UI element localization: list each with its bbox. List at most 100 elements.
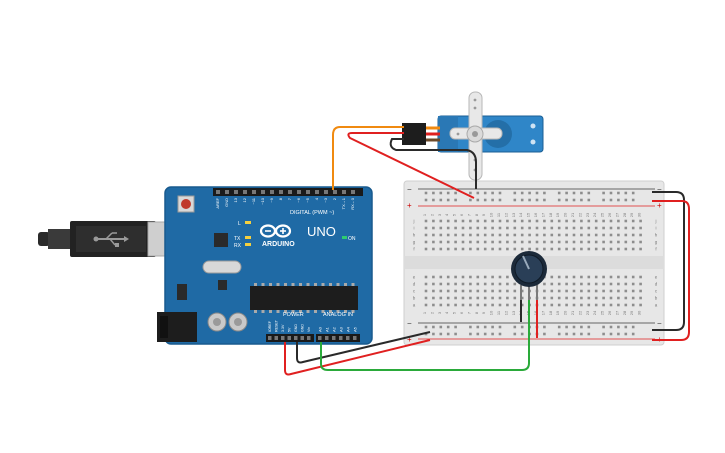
column-number: 5 — [452, 213, 457, 216]
brand-arduino: ARDUINO — [262, 241, 295, 248]
header-pin[interactable] — [346, 336, 350, 340]
column-number: 8 — [474, 311, 479, 314]
row-label: d — [655, 282, 658, 287]
header-pin[interactable] — [297, 190, 301, 194]
header-pin[interactable] — [268, 336, 272, 340]
column-number: 16 — [533, 310, 538, 315]
wire-black-servo-ground[interactable] — [389, 138, 477, 189]
rail-plus-bottom-left: + — [407, 335, 412, 344]
row-label: h — [655, 233, 658, 238]
servo-motor[interactable] — [402, 91, 544, 181]
crystal-oscillator — [202, 260, 242, 274]
column-number: 19 — [555, 212, 560, 217]
potentiometer[interactable] — [511, 251, 547, 300]
wire-green-a0[interactable] — [320, 300, 530, 371]
header-pin[interactable] — [324, 190, 328, 194]
header-pin[interactable] — [332, 336, 336, 340]
column-number: 8 — [474, 213, 479, 216]
row-label: g — [413, 240, 416, 245]
header-pin[interactable] — [307, 336, 311, 340]
header-pin[interactable] — [315, 190, 319, 194]
reset-button[interactable] — [177, 195, 195, 213]
analog-pin-label: A2 — [332, 326, 337, 332]
row-label: b — [655, 296, 658, 301]
header-pin[interactable] — [288, 190, 292, 194]
power-pin-label: RESET — [275, 319, 279, 332]
header-pin[interactable] — [333, 190, 337, 194]
wire-black-rail-bridge[interactable] — [652, 191, 685, 331]
row-label: i — [414, 226, 415, 231]
header-pin[interactable] — [300, 336, 305, 340]
column-number: 25 — [600, 212, 605, 217]
header-pin[interactable] — [216, 190, 220, 194]
wires[interactable] — [284, 126, 690, 376]
column-number: 12 — [503, 310, 508, 315]
top-pin-label: ~6 — [296, 197, 301, 202]
top-pin-label: ~5 — [305, 197, 310, 202]
header-pin[interactable] — [252, 190, 256, 194]
analog-header — [316, 334, 360, 342]
analog-pin-label: A4 — [346, 326, 351, 332]
header-pin[interactable] — [287, 336, 292, 340]
brand-uno: UNO — [307, 224, 336, 239]
column-number: 6 — [459, 311, 464, 314]
top-pin-label: ~10 — [260, 197, 265, 205]
row-label: e — [655, 275, 658, 280]
top-pin-label: ~3 — [323, 197, 328, 202]
header-pin[interactable] — [270, 190, 274, 194]
header-pin[interactable] — [243, 190, 247, 194]
header-pin[interactable] — [351, 190, 355, 194]
header-pin[interactable] — [353, 336, 357, 340]
top-pin-label: 8 — [278, 197, 283, 200]
servo-connector — [402, 123, 426, 145]
top-pin-label: TX→1 — [341, 197, 346, 209]
column-number: 20 — [563, 212, 568, 217]
column-number: 24 — [592, 310, 597, 315]
wire-red-servo-power[interactable] — [347, 132, 475, 199]
column-number: 27 — [614, 212, 619, 217]
column-number: 3 — [437, 311, 442, 314]
power-pin-label: GND — [294, 324, 298, 332]
wire-red-5v[interactable] — [284, 339, 431, 376]
wire-black-gnd[interactable] — [296, 331, 431, 364]
column-number: 4 — [444, 213, 449, 216]
row-label: e — [413, 275, 416, 280]
column-number: 23 — [585, 212, 590, 217]
column-number: 27 — [614, 310, 619, 315]
power-label: POWER — [283, 312, 304, 318]
analog-pin-label: A0 — [318, 326, 323, 332]
column-number: 12 — [503, 212, 508, 217]
header-pin[interactable] — [261, 190, 265, 194]
header-pin[interactable] — [318, 336, 322, 340]
header-pin[interactable] — [325, 336, 329, 340]
power-pin-label: 5V — [288, 327, 292, 332]
row-label: i — [656, 226, 657, 231]
column-number: 21 — [570, 212, 575, 217]
header-pin[interactable] — [342, 190, 346, 194]
column-number: 28 — [622, 310, 627, 315]
header-pin[interactable] — [225, 190, 229, 194]
column-number: 18 — [548, 310, 553, 315]
header-pin[interactable] — [306, 190, 310, 194]
breadboard-holes[interactable] — [424, 191, 642, 336]
column-number: 20 — [563, 310, 568, 315]
column-number: 11 — [496, 310, 501, 315]
header-pin[interactable] — [234, 190, 238, 194]
top-pin-label: ~9 — [269, 197, 274, 202]
column-number: 19 — [555, 310, 560, 315]
header-pin[interactable] — [279, 190, 283, 194]
wire-red-rail-bridge[interactable] — [652, 200, 690, 341]
top-pin-label: 13 — [233, 197, 238, 202]
column-number: 24 — [592, 212, 597, 217]
wire-orange-signal[interactable] — [332, 126, 404, 190]
capacitors — [207, 312, 248, 332]
header-pin[interactable] — [281, 336, 285, 340]
header-pin[interactable] — [339, 336, 343, 340]
header-pin[interactable] — [274, 336, 279, 340]
column-number: 9 — [481, 311, 486, 314]
potentiometer-knob-indicator — [522, 255, 530, 270]
header-pin[interactable] — [294, 336, 298, 340]
rail-minus-bottom-left: − — [407, 319, 412, 328]
column-number: 30 — [637, 212, 642, 217]
